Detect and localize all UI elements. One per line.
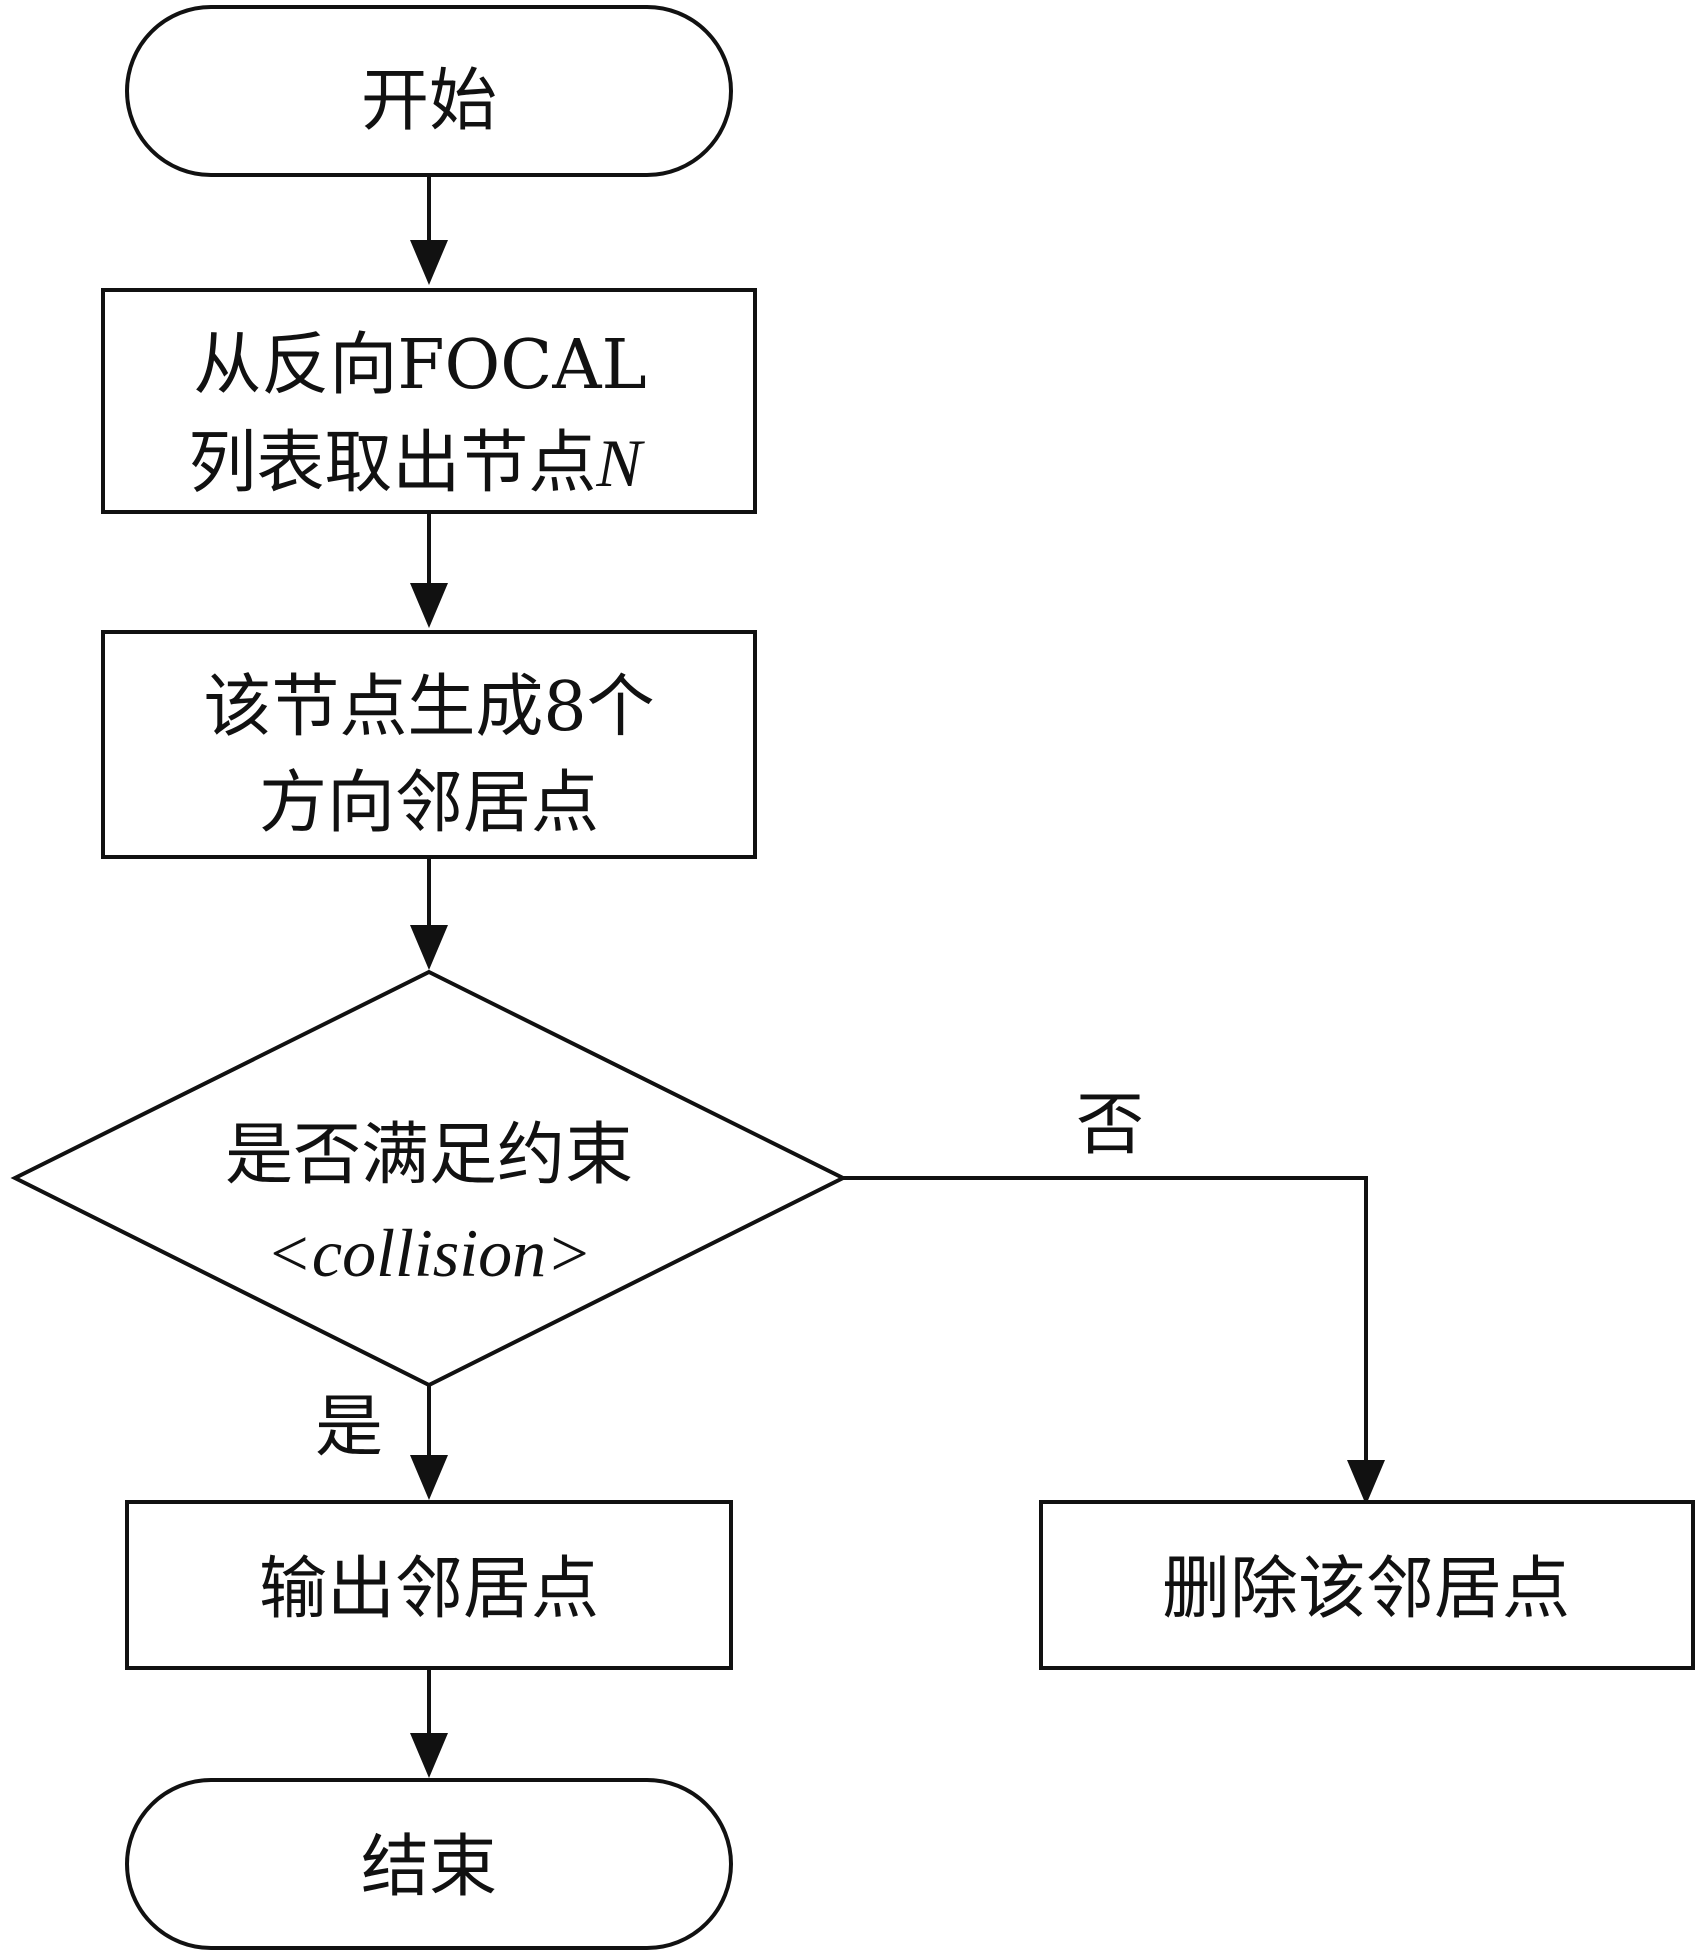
start-node: 开始 — [125, 5, 733, 177]
generate-label-line2: 方向邻居点 — [259, 764, 599, 843]
arrow-head — [410, 1733, 448, 1778]
connector-yes-branch: 是 — [315, 1385, 448, 1500]
arrow-head — [1347, 1460, 1385, 1505]
arrow-head — [410, 240, 448, 285]
end-label: 结束 — [361, 1828, 497, 1907]
generate-label-line1: 该节点生成8个 — [203, 668, 654, 747]
start-label: 开始 — [361, 62, 497, 141]
yes-branch-label: 是 — [315, 1388, 383, 1467]
decision-label-line1: 是否满足约束 — [225, 1116, 633, 1195]
no-branch-label: 否 — [1076, 1086, 1144, 1165]
connector-output-to-end — [410, 1668, 448, 1778]
end-node: 结束 — [125, 1778, 733, 1950]
fetch-label-line1: 从反向FOCAL — [193, 326, 646, 405]
delete-node-process: 删除该邻居点 — [1039, 1500, 1695, 1670]
fetch-node-process: 从反向FOCAL 列表取出节点N — [101, 288, 757, 514]
connector-fetch-to-generate — [410, 512, 448, 628]
connector-start-to-fetch — [410, 175, 448, 285]
arrow-head — [410, 583, 448, 628]
decision-label-line2: <collision> — [266, 1215, 592, 1291]
connector-no-branch: 否 — [843, 1086, 1385, 1505]
arrow-head — [410, 925, 448, 970]
delete-label: 删除该邻居点 — [1162, 1550, 1570, 1629]
arrow-head — [410, 1455, 448, 1500]
fetch-label-line2-text: 列表取出节点 — [188, 424, 596, 503]
output-node-process: 输出邻居点 — [125, 1500, 733, 1670]
fetch-label-line2: 列表取出节点N — [188, 424, 645, 503]
output-label: 输出邻居点 — [259, 1550, 599, 1629]
node-variable: N — [595, 425, 645, 501]
generate-node-process: 该节点生成8个 方向邻居点 — [101, 630, 757, 859]
connector-generate-to-decision — [410, 857, 448, 970]
decision-node: 是否满足约束 <collision> — [10, 969, 848, 1388]
